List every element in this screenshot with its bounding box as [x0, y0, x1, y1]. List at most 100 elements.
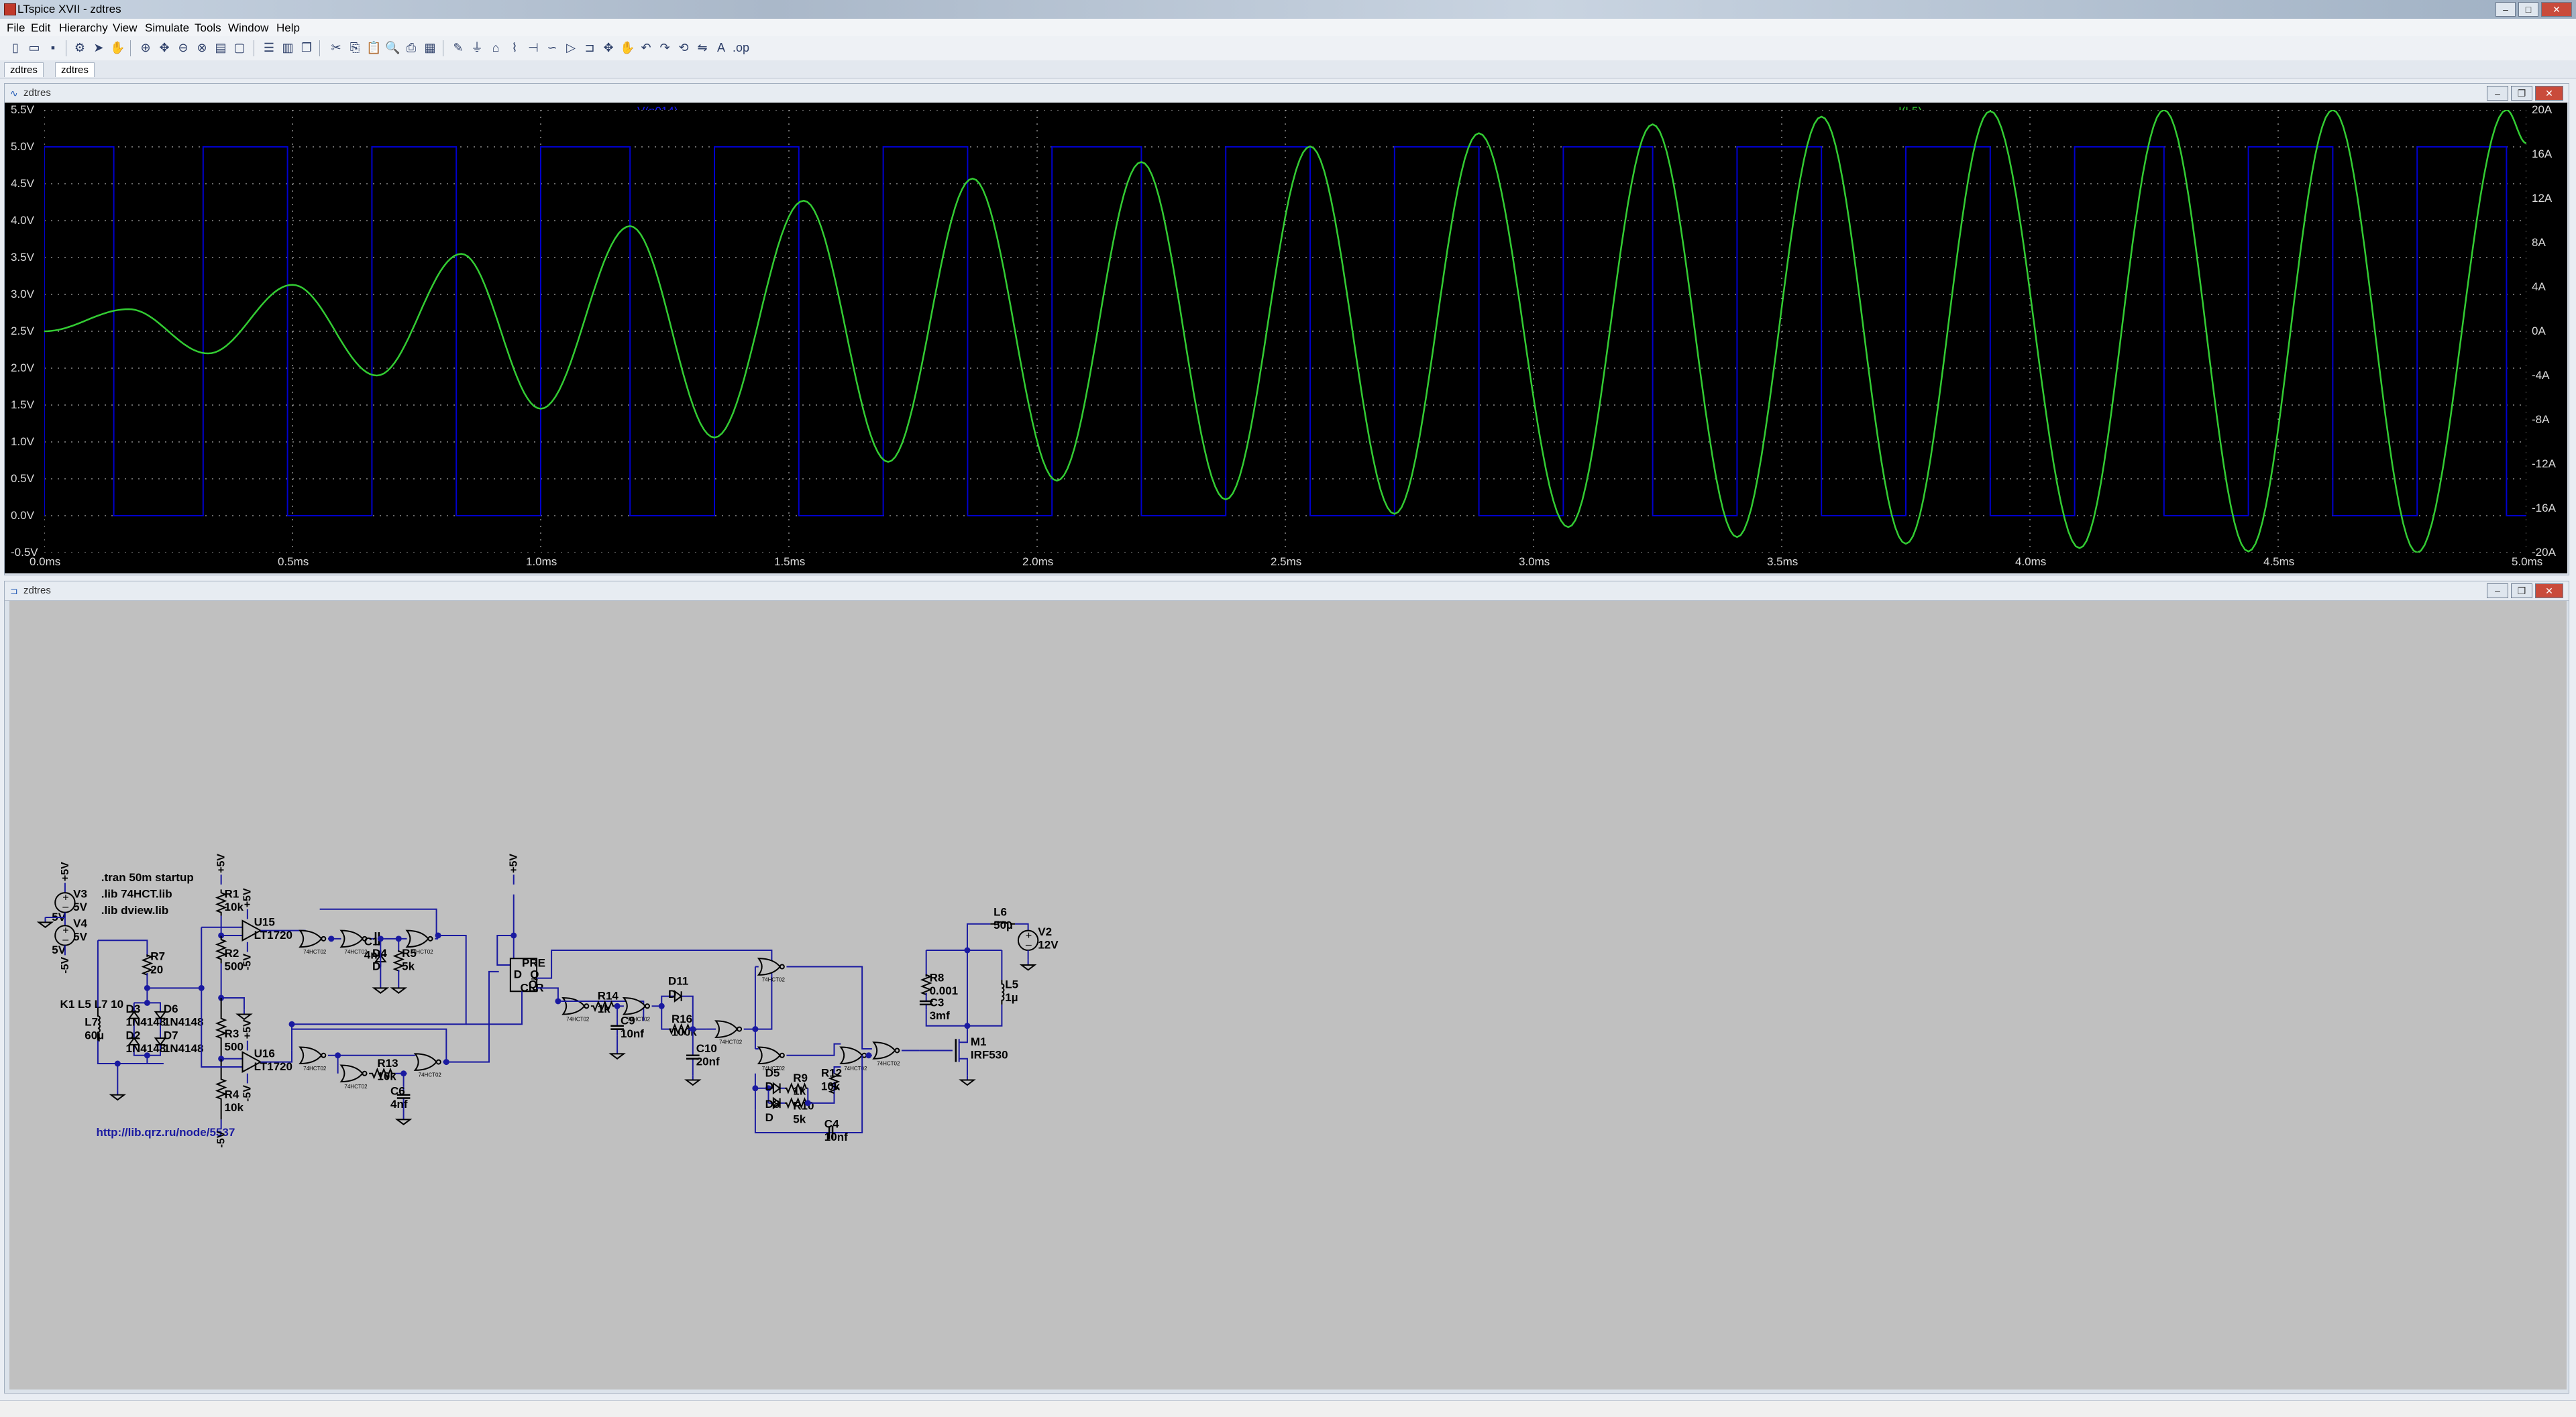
- resistor-icon[interactable]: ⌇: [511, 41, 518, 54]
- y-right-tick-label: -8A: [2532, 413, 2550, 426]
- resistor-r9: [785, 1082, 808, 1094]
- resistor-r14: [590, 1000, 616, 1013]
- wire: [808, 1082, 835, 1104]
- y-right-tick-label: 16A: [2532, 148, 2553, 160]
- nor-gate-u5: [405, 929, 429, 948]
- print-preview-icon[interactable]: ▦: [424, 41, 436, 54]
- halt-icon[interactable]: ✋: [110, 41, 125, 54]
- paste-icon[interactable]: 📋: [366, 41, 382, 54]
- v2-value: 12V: [1038, 939, 1059, 952]
- x-tick-label: 5.0ms: [2512, 555, 2543, 568]
- menu-tools[interactable]: Tools: [195, 21, 221, 34]
- resistor-r2: [215, 935, 227, 964]
- menu-hierarchy[interactable]: Hierarchy: [59, 21, 108, 34]
- minimize-button[interactable]: –: [2487, 583, 2508, 598]
- cut-icon[interactable]: ✂: [331, 41, 341, 54]
- maximize-button[interactable]: □: [2518, 2, 2538, 17]
- d5-value: D: [765, 1080, 773, 1092]
- close-button[interactable]: ✕: [2535, 583, 2563, 598]
- diode-icon[interactable]: ▷: [566, 41, 576, 54]
- wire-icon[interactable]: ✎: [453, 41, 464, 54]
- nor-gate-u4: [339, 929, 364, 948]
- nor-gate-u10: [299, 1046, 323, 1065]
- copy-icon[interactable]: ⎘: [350, 41, 360, 54]
- run-icon[interactable]: ➤: [93, 41, 104, 54]
- menu-help[interactable]: Help: [276, 21, 300, 34]
- y-right-tick-label: 0A: [2532, 325, 2546, 337]
- redo-icon[interactable]: ↷: [659, 41, 670, 54]
- inductor-icon[interactable]: ∽: [547, 41, 557, 54]
- control-panel-icon[interactable]: ⚙: [74, 41, 86, 54]
- move-icon[interactable]: ✥: [603, 41, 614, 54]
- status-bar: [0, 1400, 2576, 1417]
- open-icon[interactable]: ▭: [28, 41, 40, 54]
- save-icon[interactable]: ▪: [50, 41, 56, 54]
- rotate-icon[interactable]: ⟲: [678, 41, 689, 54]
- d8-ref: D8: [765, 1098, 780, 1111]
- tile-horizontal-icon[interactable]: ☰: [263, 41, 275, 54]
- nor-gate-u14-bubble: [644, 1003, 650, 1009]
- ground-icon: [372, 987, 390, 994]
- zoom-back-icon[interactable]: ▢: [233, 41, 246, 54]
- label-net-icon[interactable]: ⌂: [492, 41, 500, 54]
- menu-window[interactable]: Window: [228, 21, 269, 34]
- waveform-window-title: zdtres: [23, 87, 51, 99]
- wire: [292, 934, 467, 1025]
- y-right-tick-label: 8A: [2532, 236, 2546, 249]
- d6-ref: D6: [164, 1003, 178, 1015]
- menu-view[interactable]: View: [113, 21, 138, 34]
- menu-edit[interactable]: Edit: [31, 21, 51, 34]
- menu-file[interactable]: File: [7, 21, 25, 34]
- tab-schematic[interactable]: zdtres: [4, 62, 44, 77]
- v4-ref: V4: [73, 917, 87, 930]
- r8-ref: R8: [930, 972, 945, 984]
- print-icon[interactable]: ⎙: [406, 41, 417, 54]
- undo-icon[interactable]: ↶: [641, 41, 651, 54]
- nor-gate-u5-bubble: [427, 936, 433, 942]
- ground-icon[interactable]: ⏚: [471, 41, 483, 54]
- new-schematic-icon[interactable]: ▯: [12, 41, 19, 54]
- y-left-tick-label: 0.5V: [11, 472, 34, 485]
- tile-vertical-icon[interactable]: ▥: [282, 41, 294, 54]
- nor-gate-u15b: [839, 1046, 863, 1065]
- zoom-out-icon[interactable]: ⊖: [178, 41, 189, 54]
- autorange-icon[interactable]: ▤: [215, 41, 227, 54]
- nor-gate-u4-bubble: [362, 936, 368, 942]
- r3-ref: R3: [225, 1027, 239, 1040]
- spice-directive-icon[interactable]: .op: [733, 41, 750, 54]
- waveform-plot[interactable]: [44, 109, 2527, 554]
- zoom-in-icon[interactable]: ⊕: [140, 41, 151, 54]
- nor-gate-u5-part: 74HCT02: [410, 949, 433, 955]
- close-button[interactable]: ✕: [2541, 2, 2572, 17]
- minimize-button[interactable]: –: [2487, 86, 2508, 101]
- y-left-tick-label: 3.5V: [11, 251, 34, 264]
- restore-button[interactable]: ❐: [2511, 583, 2532, 598]
- cascade-icon[interactable]: ❐: [301, 41, 313, 54]
- pan-icon[interactable]: ✥: [159, 41, 170, 54]
- component-icon[interactable]: ⊐: [584, 41, 595, 54]
- find-icon[interactable]: 🔍: [385, 41, 400, 54]
- capacitor-icon[interactable]: ⊣: [528, 41, 539, 54]
- mirror-icon[interactable]: ⇋: [697, 41, 708, 54]
- minimize-button[interactable]: –: [2496, 2, 2516, 17]
- tab-label: zdtres: [10, 64, 38, 76]
- nor-gate-u9-bubble: [737, 1026, 743, 1032]
- resistor-r3: [215, 998, 227, 1059]
- restore-button[interactable]: ❐: [2511, 86, 2532, 101]
- schematic-canvas[interactable]: .tran 50m startup.lib 74HCT.lib.lib dvie…: [9, 601, 2567, 1390]
- zoom-fit-icon[interactable]: ⊗: [197, 41, 207, 54]
- d4-value: D: [372, 960, 380, 972]
- menu-simulate[interactable]: Simulate: [145, 21, 190, 34]
- tab-waveform[interactable]: zdtres: [55, 62, 95, 77]
- x-tick-label: 1.5ms: [774, 555, 806, 568]
- l7-value: 60µ: [85, 1029, 104, 1041]
- v2-ref: V2: [1038, 925, 1052, 938]
- power-flag-label: +5V: [60, 862, 71, 881]
- nor-gate-u9: [714, 1020, 739, 1038]
- close-button[interactable]: ✕: [2535, 86, 2563, 101]
- text-icon[interactable]: A: [716, 41, 725, 54]
- d6-value: 1N4148: [164, 1016, 204, 1029]
- window-controls: – □ ✕: [2496, 2, 2572, 17]
- drag-icon[interactable]: ✋: [620, 41, 635, 54]
- schematic-window-title: zdtres: [23, 585, 51, 596]
